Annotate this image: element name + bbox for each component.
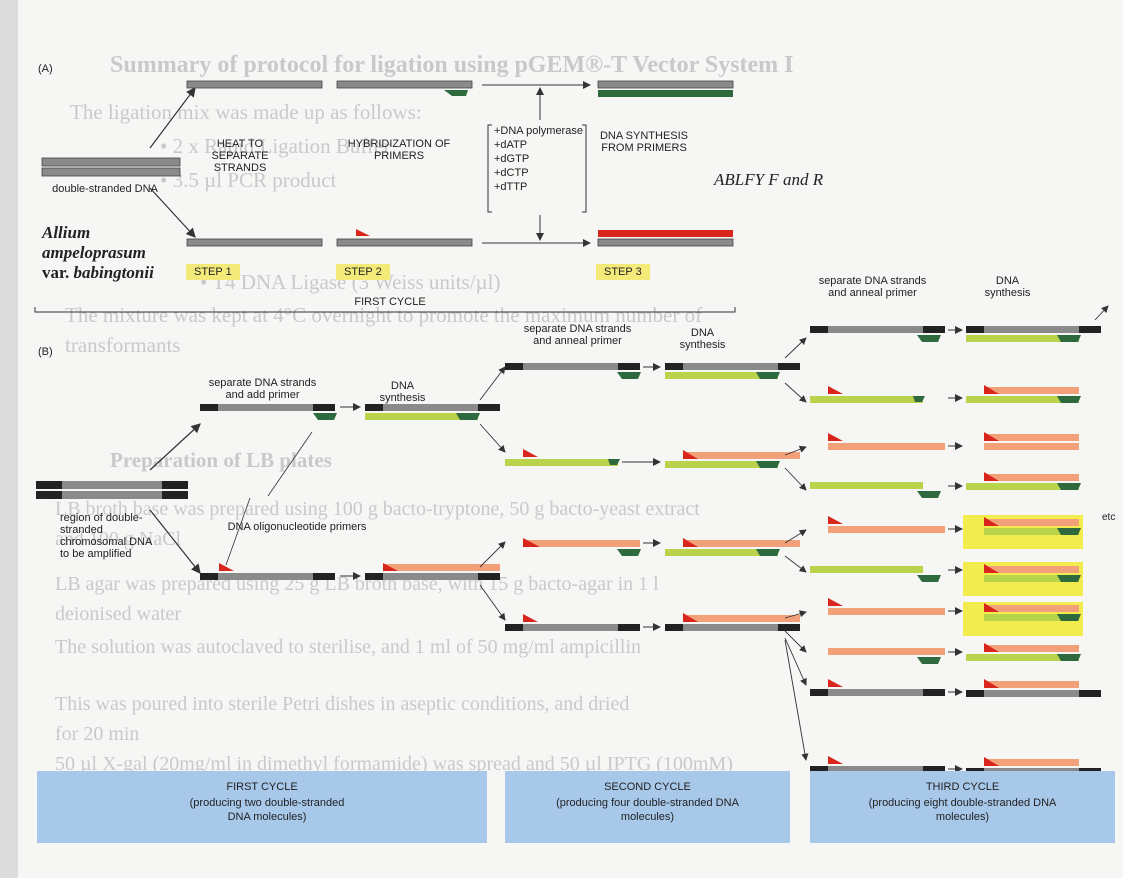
bg-line: for 20 min	[55, 723, 140, 745]
species-variety: var. babingtonii	[42, 263, 154, 283]
bg-line: The solution was autoclaved to sterilise…	[55, 636, 642, 658]
bg-line: • 2 x Rapid Ligation Buffer	[160, 134, 391, 158]
region-label: region of double-stranded chromosomal DN…	[60, 512, 152, 560]
reagent-item: +dTTP	[494, 181, 528, 193]
bg-line: deionised water	[55, 603, 182, 625]
cycle-title: THIRD CYCLE	[925, 781, 1000, 793]
first-cycle-label-a: FIRST CYCLE	[354, 296, 426, 308]
reagent-list: +DNA polymerase +dATP +dGTP +dCTP +dTTP	[494, 124, 583, 194]
reagent-item: +DNA polymerase	[494, 125, 583, 137]
reagent-item: +dATP	[494, 139, 528, 151]
separate-anneal-label-1: separate DNA strands and anneal primer	[523, 323, 632, 347]
cycle3-templates	[810, 326, 945, 773]
bg-line: This was poured into sterile Petri dishe…	[55, 693, 630, 715]
step-3-label: STEP 3	[596, 264, 650, 280]
cycle-panel-third: THIRD CYCLE (producing eight double-stra…	[810, 771, 1115, 843]
variety-name: babingtonii	[73, 263, 154, 282]
species-name: Allium ampeloprasum var. babingtonii	[42, 223, 154, 283]
variety-prefix: var.	[42, 263, 70, 282]
bg-line: • 3.5 µl PCR product	[160, 168, 337, 192]
dna-synthesis-label: DNA SYNTHESIS FROM PRIMERS	[599, 130, 689, 154]
dna-synthesis-label-2: DNA synthesis	[679, 327, 726, 351]
cycle3-products	[966, 326, 1101, 775]
species-genus: Allium	[42, 223, 91, 242]
reagent-item: +dGTP	[494, 153, 530, 165]
heat-separate-label: HEAT TO SEPARATE STRANDS	[211, 138, 269, 174]
cycle-subtitle: (producing two double-stranded DNA molec…	[189, 797, 345, 823]
species-epithet: ampeloprasum	[42, 243, 146, 262]
step-2-label: STEP 2	[336, 264, 390, 280]
bg-line: Preparation of LB plates	[110, 448, 332, 472]
hybridization-label: HYBRIDIZATION OF PRIMERS	[347, 138, 451, 162]
double-stranded-dna-label: double-stranded DNA	[52, 183, 158, 195]
panel-a-label: (A)	[38, 63, 53, 75]
cycle-subtitle: (producing four double-stranded DNA mole…	[556, 797, 739, 823]
primer-name-label: ABLFY F and R	[714, 170, 824, 189]
bg-line: transformants	[65, 333, 181, 357]
bg-line: and 100 g NaCl	[55, 528, 182, 550]
bg-line: The mixture was kept at 4°C overnight to…	[65, 303, 703, 327]
separate-add-primer-label: separate DNA strands and add primer	[208, 377, 317, 401]
separate-anneal-label-2: separate DNA strands and anneal primer	[818, 275, 927, 299]
cycle-title: SECOND CYCLE	[604, 781, 691, 793]
left-edge-strip	[0, 0, 18, 878]
cycle-panel-first: FIRST CYCLE (producing two double-strand…	[37, 771, 487, 843]
dna-synthesis-label-1: DNA synthesis	[379, 380, 426, 404]
bg-line: The ligation mix was made up as follows:	[70, 100, 422, 124]
bg-heading: Summary of protocol for ligation using p…	[110, 52, 794, 78]
oligo-primers-label: DNA oligonucleotide primers	[227, 521, 367, 533]
panel-b-diagram	[36, 305, 1109, 791]
panel-a-diagram	[34, 80, 736, 313]
bg-line: LB broth base was prepared using 100 g b…	[55, 498, 700, 520]
etc-label: etc	[1102, 512, 1116, 523]
dna-synthesis-label-3: DNA synthesis	[984, 275, 1031, 299]
cycle-panel-second: SECOND CYCLE (producing four double-stra…	[505, 771, 790, 843]
step-1-label: STEP 1	[186, 264, 240, 280]
cycle-title: FIRST CYCLE	[226, 781, 298, 793]
cycle-subtitle: (producing eight double-stranded DNA mol…	[868, 797, 1057, 823]
bg-line: 50 µl X-gal (20mg/ml in dimethyl formami…	[55, 753, 733, 775]
reagent-item: +dCTP	[494, 167, 529, 179]
panel-b-label: (B)	[38, 346, 53, 358]
